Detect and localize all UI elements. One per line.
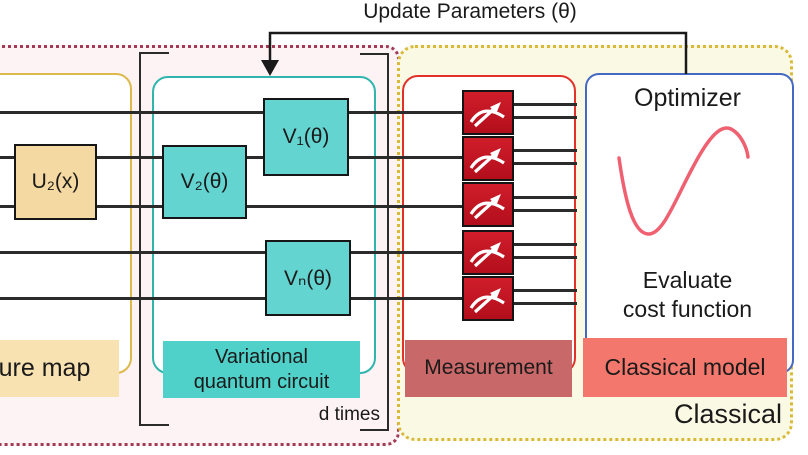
gate-u2-label: U₂(x) <box>31 170 80 193</box>
classical-wire <box>510 289 577 292</box>
gauge-icon <box>469 241 505 267</box>
gauge-icon <box>469 193 505 219</box>
classical-wire <box>510 162 577 165</box>
variational-circuit-label: Variational quantum circuit <box>163 341 360 398</box>
classical-wire <box>510 103 577 106</box>
evaluate-line2: cost function <box>622 295 753 322</box>
repeat-bracket-left <box>139 52 169 426</box>
classical-model-label: Classical model <box>583 338 787 397</box>
measurement-label: Measurement <box>405 340 572 397</box>
gate-v2: V₂(θ) <box>162 145 247 219</box>
classical-wire <box>510 116 577 119</box>
repeat-bracket-right <box>360 53 389 431</box>
optimizer-box <box>585 73 794 374</box>
qubit-wire <box>0 251 465 254</box>
gate-v2-label: V₂(θ) <box>180 170 229 193</box>
update-parameters-label: Update Parameters (θ) <box>363 0 577 23</box>
gate-vn-label: Vₙ(θ) <box>283 266 333 290</box>
vqc-label-line2: quantum circuit <box>193 370 330 393</box>
cost-function-curve <box>617 126 750 236</box>
feature-map-box <box>0 73 132 374</box>
measurement-gauge <box>462 276 514 321</box>
gauge-icon <box>469 101 505 127</box>
feature-map-label: ure map <box>0 340 119 397</box>
measurement-gauge <box>462 230 514 275</box>
qubit-wire <box>0 297 465 300</box>
classical-wire <box>510 149 577 152</box>
measurement-label-text: Measurement <box>424 356 553 380</box>
classical-wire <box>510 243 577 246</box>
optimizer-title: Optimizer <box>634 84 741 112</box>
measurement-gauge <box>462 136 514 181</box>
classical-wire <box>510 196 577 199</box>
measurement-gauge <box>462 90 514 135</box>
gauge-icon <box>469 287 505 313</box>
vqc-label-line1: Variational <box>214 345 309 368</box>
repeat-count-label: d times <box>318 404 380 425</box>
classical-wire <box>510 302 577 305</box>
gate-v1: V₁(θ) <box>263 98 349 176</box>
measurement-gauge <box>462 182 514 227</box>
gauge-icon <box>469 147 505 173</box>
evaluate-line1: Evaluate <box>642 267 733 293</box>
feature-map-label-text: ure map <box>0 353 91 382</box>
classical-model-label-text: Classical model <box>604 354 766 381</box>
qubit-wire <box>0 111 465 114</box>
gate-vn: Vₙ(θ) <box>265 240 351 316</box>
evaluate-cost-function-label: Evaluate cost function <box>585 266 790 324</box>
classical-wire <box>510 256 577 259</box>
classical-region-label: Classical <box>673 399 782 429</box>
gate-v1-label: V₁(θ) <box>282 125 330 148</box>
classical-wire <box>510 209 577 212</box>
gate-u2: U₂(x) <box>14 144 97 220</box>
